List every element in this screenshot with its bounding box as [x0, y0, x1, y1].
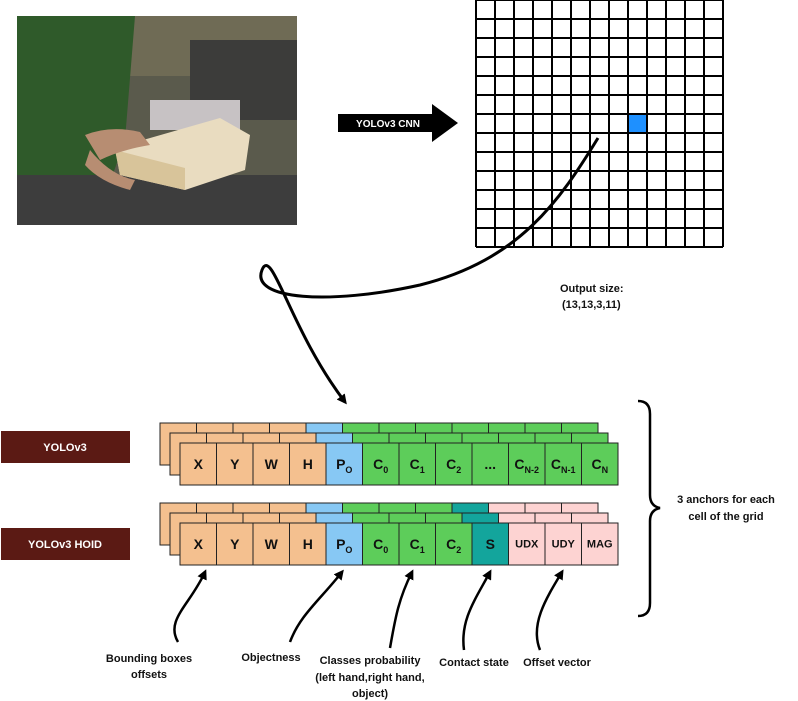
yolov3-vector-cell-label: W	[265, 456, 279, 472]
yolov3-vector-cell	[544, 442, 582, 486]
bbox-annotation-line2: offsets	[131, 669, 167, 681]
hoid-vector-cell-label: MAG	[587, 539, 613, 551]
model-label-yolov3: YOLOv3	[1, 431, 130, 463]
cnn-arrow: YOLOv3 CNN	[338, 104, 458, 142]
anchors-brace	[637, 399, 661, 618]
hoid-vector-cell	[544, 522, 582, 566]
yolov3-vector-cell	[179, 442, 217, 486]
objectness-annotation: Objectness	[241, 652, 300, 664]
model-label-yolov3-text: YOLOv3	[43, 442, 86, 454]
hoid-vector-cell	[252, 522, 290, 566]
hoid-vector-cell-label: X	[194, 536, 204, 552]
hoid-vector-cell-label: UDX	[515, 539, 539, 551]
contact-annotation-arrow	[462, 569, 492, 651]
yolov3-vector-cell	[581, 442, 619, 486]
classes-annotation-line2: (left hand,right hand,	[315, 672, 424, 684]
hoid-vector-cell-label: Y	[230, 536, 240, 552]
hoid-vector-cell-label: S	[486, 536, 495, 552]
yolov3-vector-cell	[252, 442, 290, 486]
hoid-vector-cell	[398, 522, 436, 566]
objectness-annotation-arrow	[288, 569, 344, 643]
yolov3-vector-cell-label: Y	[230, 456, 240, 472]
hoid-vector-cell	[362, 522, 400, 566]
classes-annotation-arrow	[388, 569, 414, 649]
yolov3-vector-cell-label: X	[194, 456, 204, 472]
output-grid	[475, 0, 724, 248]
model-label-hoid-text: YOLOv3 HOID	[28, 539, 102, 551]
input-photo	[17, 16, 297, 225]
model-label-hoid: YOLOv3 HOID	[1, 528, 130, 560]
output-size-label: Output size:	[560, 283, 624, 295]
yolov3-vector-cell-label: H	[303, 456, 313, 472]
offset-annotation: Offset vector	[523, 657, 592, 669]
highlighted-grid-cell	[628, 115, 647, 134]
anchors-label-line1: 3 anchors for each	[677, 494, 775, 506]
hoid-vector-cell	[471, 522, 509, 566]
cnn-arrow-label: YOLOv3 CNN	[356, 119, 420, 130]
yolov3-vector-cell-label: ...	[484, 456, 496, 472]
hoid-vector-cell-label: W	[265, 536, 279, 552]
classes-annotation-line3: object)	[352, 688, 388, 700]
contact-annotation: Contact state	[439, 657, 509, 669]
bbox-annotation-arrow	[173, 569, 207, 643]
hoid-vector-cell	[581, 522, 619, 566]
yolov3-vector-cell	[435, 442, 473, 486]
hoid-vector-cell-label: UDY	[552, 539, 576, 551]
hoid-vector-cell	[289, 522, 327, 566]
bbox-annotation-line1: Bounding boxes	[106, 653, 192, 665]
hoid-vector-cell-label: H	[303, 536, 313, 552]
yolov3-vector-cell	[471, 442, 509, 486]
offset-annotation-arrow	[535, 569, 564, 651]
cell-to-vector-arrow	[259, 137, 600, 405]
output-size-value: (13,13,3,11)	[562, 299, 621, 311]
hoid-vector-cell	[216, 522, 254, 566]
anchors-label-line2: cell of the grid	[688, 511, 763, 523]
yolov3-vector-cell	[362, 442, 400, 486]
classes-annotation-line1: Classes probability	[320, 655, 422, 667]
